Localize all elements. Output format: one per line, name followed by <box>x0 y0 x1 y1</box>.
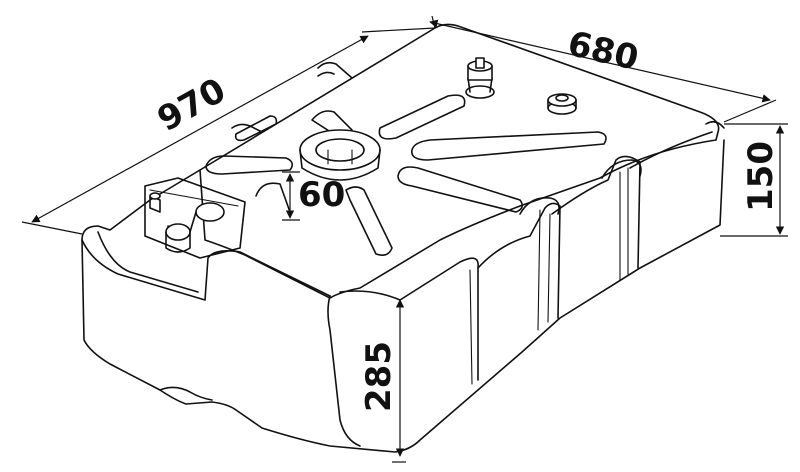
dimension-lines <box>21 15 788 463</box>
rear-fitting <box>465 57 495 99</box>
recess-depth-dimension-label: 60 <box>298 175 345 215</box>
side-fitting <box>547 93 577 115</box>
side-height-dimension-label: 150 <box>741 141 781 212</box>
front-height-dimension-label: 285 <box>359 341 399 412</box>
length-dimension-label: 970 <box>151 70 232 139</box>
